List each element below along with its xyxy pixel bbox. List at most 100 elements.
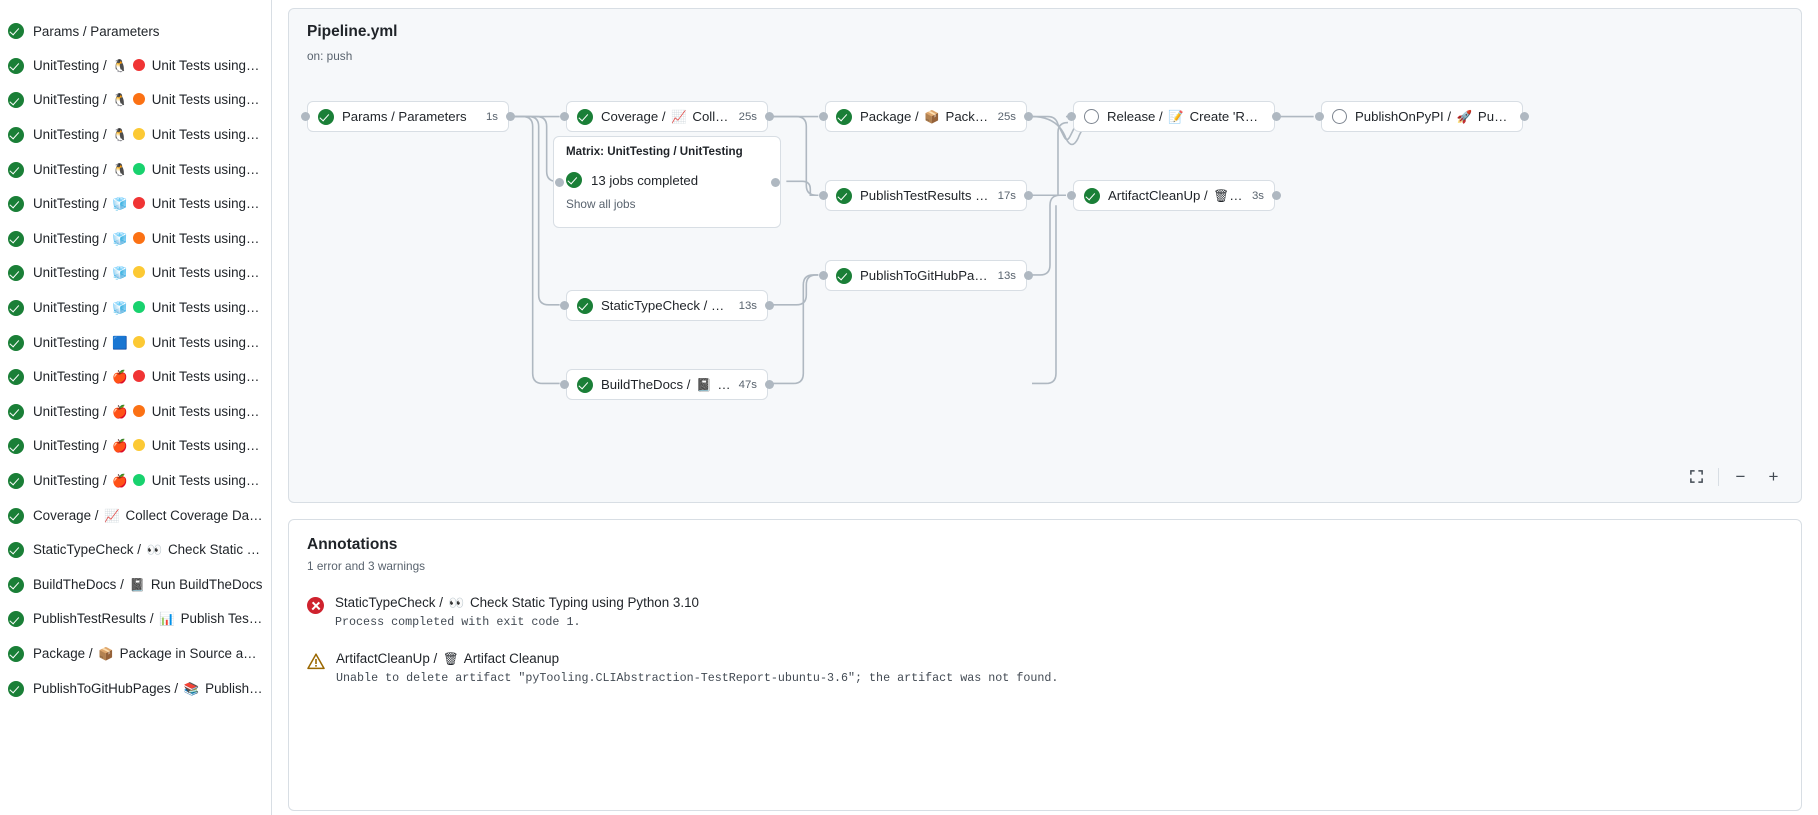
sidebar-job-label: UnitTesting / 🐧 Unit Tests using Pyth... xyxy=(33,57,263,73)
node-output-port xyxy=(1272,112,1281,121)
graph-node-package[interactable]: Package / 📦 Package in So... 25s xyxy=(825,101,1027,132)
graph-node-label: Params / Parameters xyxy=(342,109,467,124)
python-version-dot-icon xyxy=(132,197,145,210)
matrix-jobs-count-label: 13 jobs completed xyxy=(591,172,699,188)
sidebar-job-label: UnitTesting / 🐧 Unit Tests using Pyth... xyxy=(33,161,263,177)
sidebar-job-item[interactable]: PublishTestResults / 📊 Publish Test Resu… xyxy=(0,602,271,637)
graph-node-docs[interactable]: BuildTheDocs / 📓 Run Buil...47s xyxy=(566,369,768,400)
success-check-icon xyxy=(8,161,24,178)
job-icon: 👀 xyxy=(712,298,729,313)
sidebar-job-item[interactable]: UnitTesting / 🧊 Unit Tests using Pyth... xyxy=(0,222,271,257)
sidebar-job-item[interactable]: Params / Parameters xyxy=(0,14,271,49)
sidebar-job-item[interactable]: UnitTesting / 🍎 Unit Tests using Pyth... xyxy=(0,360,271,395)
sidebar-job-label: UnitTesting / 🍎 Unit Tests using Pyth... xyxy=(33,403,263,419)
graph-node-release[interactable]: Release / 📝 Create 'Release P... xyxy=(1073,101,1275,132)
sidebar-job-item[interactable]: UnitTesting / 🐧 Unit Tests using Pyth... xyxy=(0,152,271,187)
sidebar-job-item[interactable]: StaticTypeCheck / 👀 Check Static Typing.… xyxy=(0,533,271,568)
sidebar-job-item[interactable]: UnitTesting / 🟦 Unit Tests using Pyth... xyxy=(0,325,271,360)
graph-node-coverage[interactable]: Coverage / 📈 Collect Cove...25s xyxy=(566,101,768,132)
graph-node-params[interactable]: Params / Parameters 1s xyxy=(307,101,509,132)
graph-node-duration: 17s xyxy=(997,189,1016,202)
python-version-dot-icon xyxy=(132,93,145,106)
os-icon: 📦 xyxy=(98,646,114,661)
page-title: Pipeline.yml xyxy=(307,23,398,40)
graph-node-duration: 25s xyxy=(997,110,1016,123)
sidebar-job-item[interactable]: PublishToGitHubPages / 📚 Publish to G... xyxy=(0,671,271,706)
os-icon: 📓 xyxy=(129,577,146,592)
sidebar-job-item[interactable]: Package / 📦 Package in Source and Wh... xyxy=(0,637,271,672)
node-output-port xyxy=(1272,191,1281,200)
annotation-item[interactable]: StaticTypeCheck / 👀 Check Static Typing … xyxy=(307,595,1783,629)
node-output-port xyxy=(506,112,515,121)
success-check-icon xyxy=(836,267,852,284)
node-input-port xyxy=(1315,112,1324,121)
pending-circle-icon xyxy=(1332,109,1347,124)
sidebar-job-label: UnitTesting / 🟦 Unit Tests using Pyth... xyxy=(33,334,263,350)
graph-zoom-controls[interactable]: − + xyxy=(1685,465,1785,488)
graph-node-duration: 3s xyxy=(1251,189,1264,202)
python-version-dot-icon xyxy=(132,128,145,141)
graph-node-stc[interactable]: StaticTypeCheck / 👀 Chec...13s xyxy=(566,290,768,321)
node-input-port xyxy=(560,301,569,310)
error-icon xyxy=(307,597,324,614)
success-check-icon xyxy=(566,172,582,188)
python-version-dot-icon xyxy=(132,58,145,71)
success-check-icon xyxy=(8,92,24,109)
success-check-icon xyxy=(8,57,24,74)
node-input-port xyxy=(1067,191,1076,200)
node-input-port xyxy=(819,271,828,280)
divider xyxy=(1718,467,1719,486)
sidebar-job-item[interactable]: BuildTheDocs / 📓 Run BuildTheDocs xyxy=(0,568,271,603)
graph-node-label: PublishTestResults / 📊 Pu... xyxy=(860,188,990,204)
sidebar-job-item[interactable]: UnitTesting / 🧊 Unit Tests using Pyth... xyxy=(0,187,271,222)
sidebar-job-item[interactable]: UnitTesting / 🍎 Unit Tests using Pyth... xyxy=(0,429,271,464)
zoom-in-button[interactable]: + xyxy=(1768,467,1779,486)
annotations-card: Annotations 1 error and 3 warnings Stati… xyxy=(288,519,1802,811)
job-icon: 👀 xyxy=(448,596,465,610)
graph-node-testres[interactable]: PublishTestResults / 📊 Pu... 17s xyxy=(825,180,1027,211)
graph-node-cleanup[interactable]: ArtifactCleanUp / 🗑 Artifac...3s xyxy=(1073,180,1275,211)
node-output-port xyxy=(1520,112,1529,121)
job-icon: 📦 xyxy=(924,109,940,124)
graph-node-ghpages[interactable]: PublishToGitHubPages / 📚 ...13s xyxy=(825,260,1027,291)
success-check-icon xyxy=(577,108,593,125)
graph-node-label: Release / 📝 Create 'Release P... xyxy=(1107,108,1264,124)
sidebar-job-item[interactable]: Coverage / 📈 Collect Coverage Data usi..… xyxy=(0,498,271,533)
sidebar-job-item[interactable]: UnitTesting / 🧊 Unit Tests using Pyth... xyxy=(0,256,271,291)
sidebar-job-label: PublishToGitHubPages / 📚 Publish to G... xyxy=(33,680,263,696)
node-output-port xyxy=(765,380,774,389)
sidebar-job-item[interactable]: UnitTesting / 🐧 Unit Tests using Pyth... xyxy=(0,83,271,118)
sidebar-job-item[interactable]: UnitTesting / 🐧 Unit Tests using Pyth... xyxy=(0,118,271,153)
sidebar-job-item[interactable]: UnitTesting / 🐧 Unit Tests using Pyth... xyxy=(0,49,271,84)
graph-node-pypi[interactable]: PublishOnPyPI / 🚀 Publish to ... xyxy=(1321,101,1523,132)
matrix-jobs-row[interactable]: 13 jobs completed xyxy=(566,172,768,188)
job-icon: 📝 xyxy=(1168,109,1184,124)
graph-node-label: BuildTheDocs / 📓 Run Buil... xyxy=(601,376,731,392)
python-version-dot-icon xyxy=(132,439,145,452)
python-version-dot-icon xyxy=(132,266,145,279)
os-icon: 📈 xyxy=(104,508,120,523)
sidebar-job-label: UnitTesting / 🍎 Unit Tests using Pyth... xyxy=(33,473,263,489)
show-all-jobs-link[interactable]: Show all jobs xyxy=(566,197,636,211)
graph-node-duration: 1s xyxy=(485,110,498,123)
zoom-out-button[interactable]: − xyxy=(1735,467,1746,486)
graph-node-label: Package / 📦 Package in So... xyxy=(860,108,990,124)
success-check-icon xyxy=(8,680,24,697)
success-check-icon xyxy=(8,438,24,455)
success-check-icon xyxy=(8,369,24,386)
sidebar-job-item[interactable]: UnitTesting / 🍎 Unit Tests using Pyth... xyxy=(0,395,271,430)
sidebar-job-label: StaticTypeCheck / 👀 Check Static Typing.… xyxy=(33,542,263,558)
sidebar-job-label: UnitTesting / 🍎 Unit Tests using Pyth... xyxy=(33,438,263,454)
node-input-port xyxy=(819,191,828,200)
os-icon: 🟦 xyxy=(112,335,128,350)
main-content: Pipeline.yml on: push xyxy=(272,0,1818,815)
sidebar-job-item[interactable]: UnitTesting / 🧊 Unit Tests using Pyth... xyxy=(0,291,271,326)
sidebar-job-item[interactable]: UnitTesting / 🍎 Unit Tests using Pyth... xyxy=(0,464,271,499)
annotation-body: Unable to delete artifact "pyTooling.CLI… xyxy=(336,671,1059,685)
python-version-dot-icon xyxy=(132,335,145,348)
fit-screen-icon[interactable] xyxy=(1685,465,1708,488)
node-output-port xyxy=(1024,271,1033,280)
